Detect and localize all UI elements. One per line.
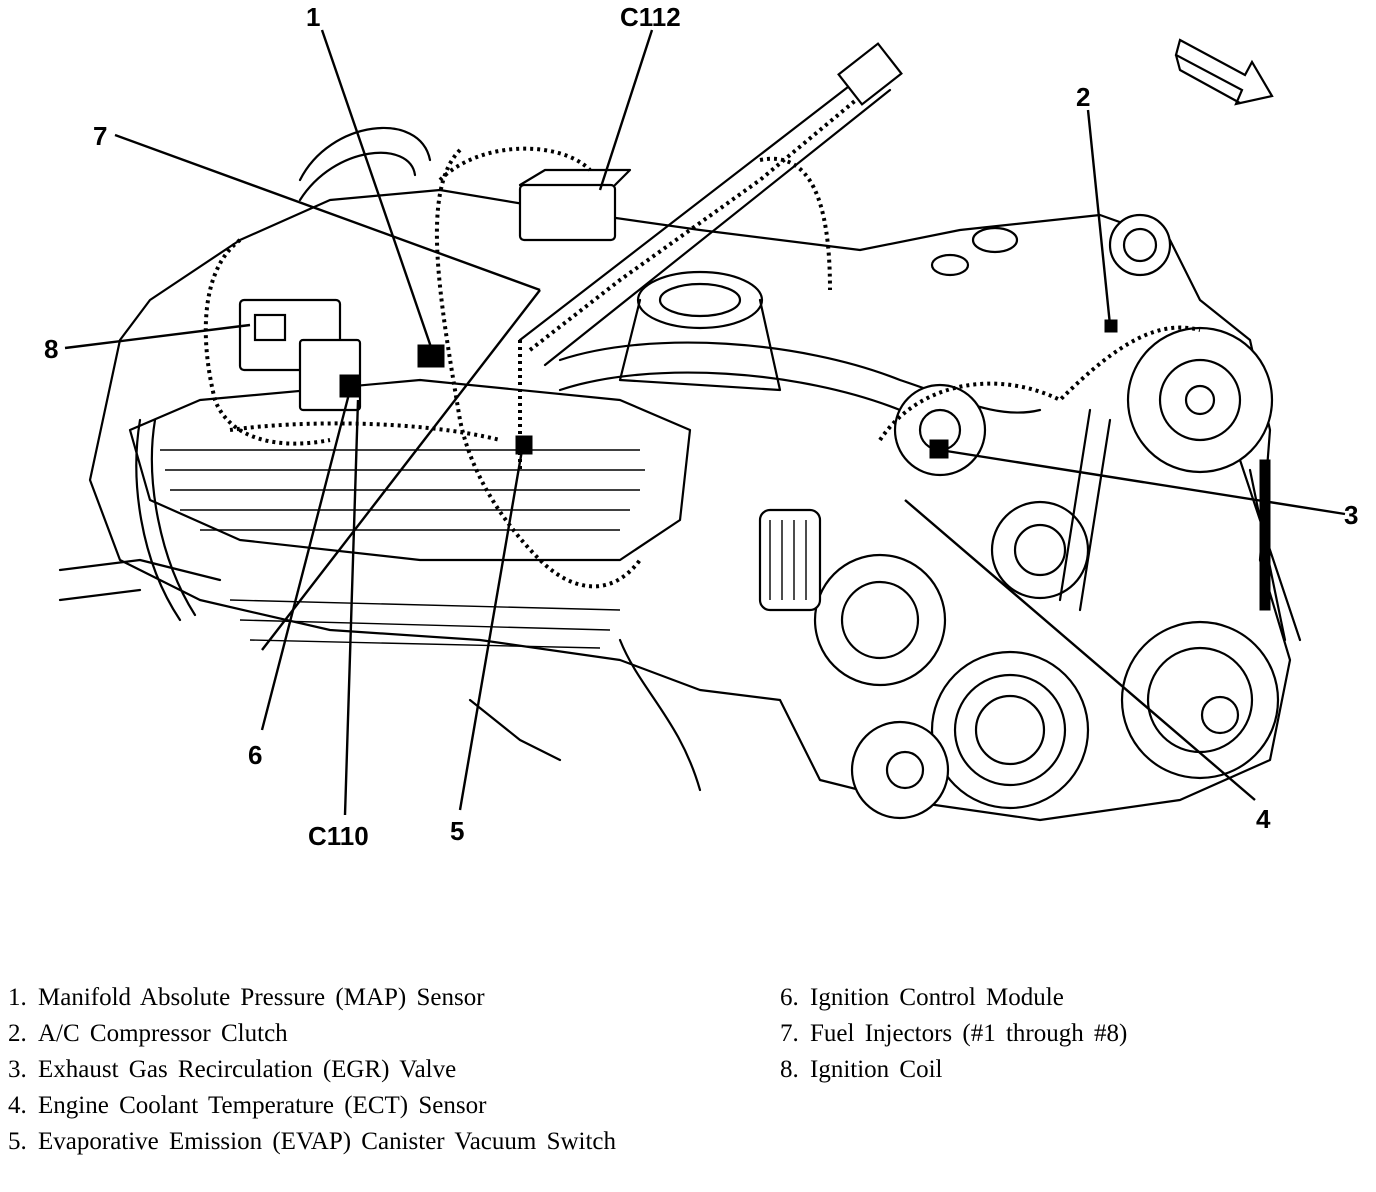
leader-8 bbox=[64, 323, 251, 350]
callout-c110: C110 bbox=[308, 821, 369, 851]
legend-number: 7. bbox=[780, 1020, 799, 1047]
legend-item-5: 5. Evaporative Emission (EVAP) Canister … bbox=[8, 1124, 688, 1160]
legend-text: Fuel Injectors (#1 through #8) bbox=[810, 1020, 1128, 1047]
legend-item-3: 3. Exhaust Gas Recirculation (EGR) Valve bbox=[8, 1052, 688, 1088]
legend-text: Manifold Absolute Pressure (MAP) Sensor bbox=[38, 984, 485, 1011]
legend-item-1: 1. Manifold Absolute Pressure (MAP) Sens… bbox=[8, 980, 688, 1016]
callout-c112: C112 bbox=[620, 2, 681, 32]
legend-text: A/C Compressor Clutch bbox=[38, 1020, 288, 1047]
leader-c110 bbox=[343, 399, 360, 816]
leader-5 bbox=[458, 449, 524, 811]
legend-number: 2. bbox=[8, 1020, 27, 1047]
callout-4: 4 bbox=[1256, 804, 1271, 834]
legend-item-4: 4. Engine Coolant Temperature (ECT) Sens… bbox=[8, 1088, 688, 1124]
leader-c112 bbox=[598, 29, 654, 191]
legend-text: Ignition Coil bbox=[810, 1056, 943, 1083]
leader-2 bbox=[1086, 109, 1112, 326]
legend-text: Ignition Control Module bbox=[810, 984, 1064, 1011]
leader-6 bbox=[260, 389, 352, 731]
legend-text: Exhaust Gas Recirculation (EGR) Valve bbox=[38, 1056, 457, 1083]
leader-lines bbox=[64, 29, 1346, 816]
callout-1: 1 bbox=[306, 2, 320, 32]
legend-number: 3. bbox=[8, 1056, 27, 1083]
legend-right-column: 6. Ignition Control Module 7. Fuel Injec… bbox=[780, 980, 1340, 1088]
callout-3: 3 bbox=[1344, 500, 1358, 530]
leader-4 bbox=[904, 499, 1256, 801]
legend-number: 5. bbox=[8, 1128, 27, 1155]
legend-item-6: 6. Ignition Control Module bbox=[780, 980, 1340, 1016]
legend-left-column: 1. Manifold Absolute Pressure (MAP) Sens… bbox=[8, 980, 688, 1160]
legend-number: 8. bbox=[780, 1056, 799, 1083]
legend-number: 1. bbox=[8, 984, 27, 1011]
leader-1 bbox=[320, 29, 434, 351]
legend-item-7: 7. Fuel Injectors (#1 through #8) bbox=[780, 1016, 1340, 1052]
legend-number: 6. bbox=[780, 984, 799, 1011]
callout-5: 5 bbox=[450, 816, 464, 846]
callout-8: 8 bbox=[44, 334, 58, 364]
callout-2: 2 bbox=[1076, 82, 1090, 112]
leader-7b bbox=[261, 289, 541, 651]
engine-component-locator-diagram: 1 C112 7 2 8 3 6 C110 5 4 bbox=[44, 2, 1358, 851]
legend-item-2: 2. A/C Compressor Clutch bbox=[8, 1016, 688, 1052]
leader-7a bbox=[114, 133, 541, 292]
legend-item-8: 8. Ignition Coil bbox=[780, 1052, 1340, 1088]
legend-number: 4. bbox=[8, 1092, 27, 1119]
leader-3 bbox=[939, 448, 1346, 516]
engine-illustration bbox=[58, 42, 1302, 822]
front-direction-arrow-icon bbox=[1174, 38, 1274, 106]
legend-text: Engine Coolant Temperature (ECT) Sensor bbox=[38, 1092, 487, 1119]
callout-6: 6 bbox=[248, 740, 262, 770]
legend-text: Evaporative Emission (EVAP) Canister Vac… bbox=[38, 1128, 617, 1155]
callout-labels: 1 C112 7 2 8 3 6 C110 5 4 bbox=[44, 2, 1358, 851]
callout-7: 7 bbox=[93, 121, 107, 151]
